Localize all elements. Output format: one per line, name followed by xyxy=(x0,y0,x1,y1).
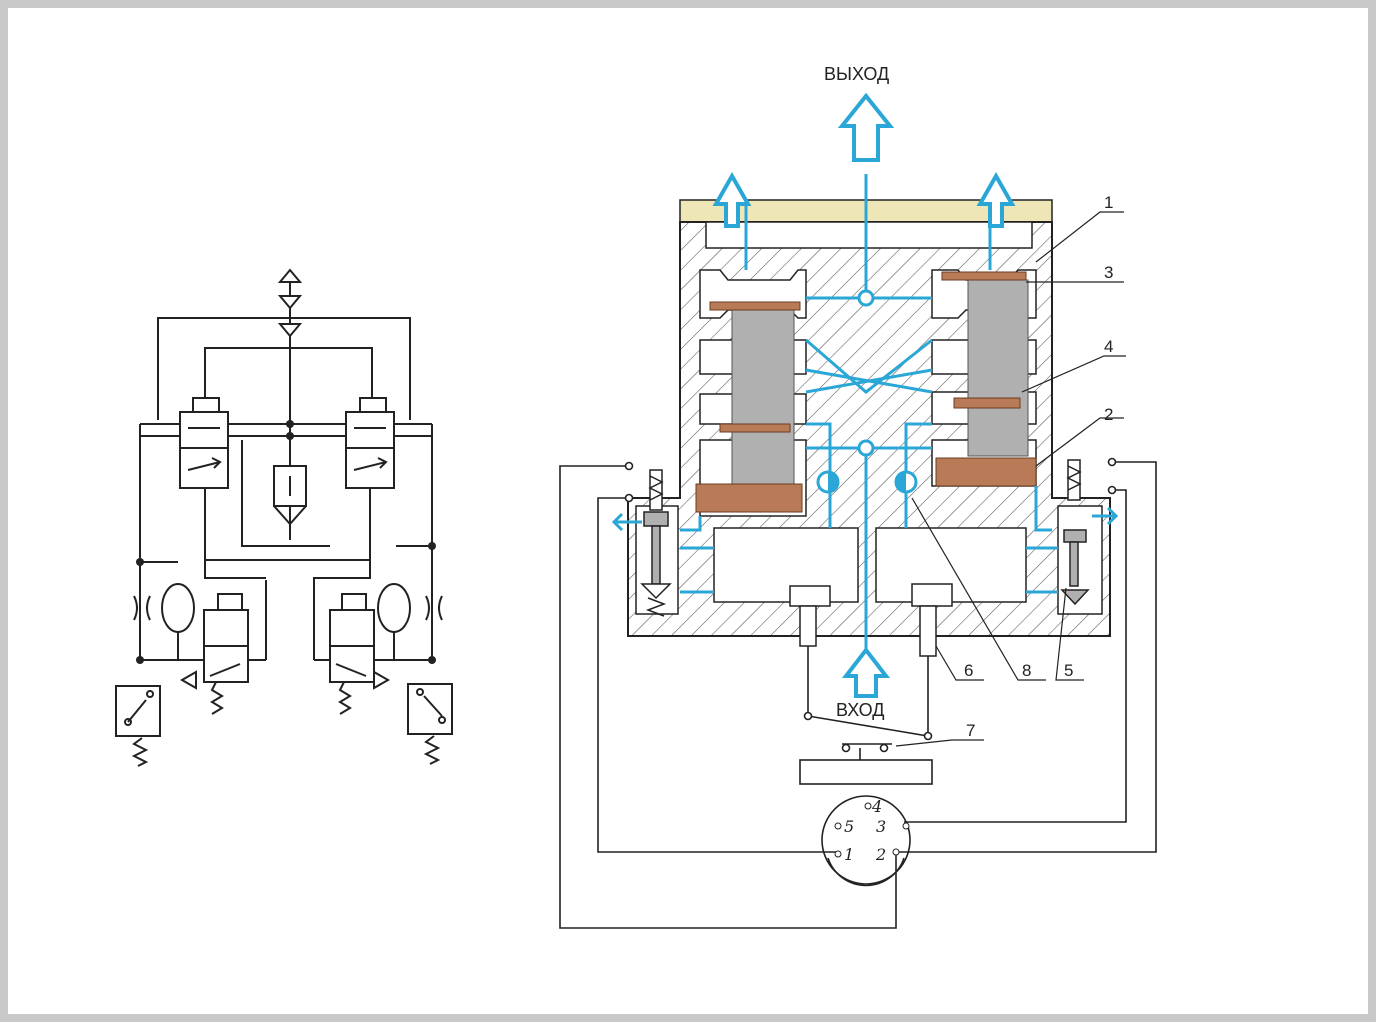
left-switch-rod xyxy=(799,605,817,647)
right-accumulator xyxy=(377,583,411,633)
pin-label-4: 4 xyxy=(871,797,882,816)
right-output-arrow xyxy=(976,171,1016,228)
right-piston-rod xyxy=(967,279,1029,457)
main-output-arrow xyxy=(837,92,895,162)
pneumatic-schematic xyxy=(115,268,453,767)
right-valve-symbol xyxy=(345,397,395,489)
callout-5: 5 xyxy=(1064,661,1073,680)
center-cylinder-symbol xyxy=(273,465,307,526)
valve-body-cutaway xyxy=(611,92,1119,698)
callout-8: 8 xyxy=(1022,661,1031,680)
left-valve-symbol xyxy=(179,397,229,489)
left-pilot-valve-symbol xyxy=(179,593,249,715)
pin-label-3: 3 xyxy=(876,817,886,836)
pin-label-2: 2 xyxy=(875,845,886,864)
callout-1: 1 xyxy=(1104,193,1113,212)
right-mid-disc xyxy=(953,397,1021,409)
left-piston-rod xyxy=(731,305,795,491)
callout-leaders xyxy=(895,211,1126,747)
outlet-symbol xyxy=(277,268,303,338)
left-switch-symbol xyxy=(115,685,161,767)
right-diaphragm xyxy=(935,457,1037,487)
pin-label-1: 1 xyxy=(844,845,854,864)
left-exhaust-valve xyxy=(640,469,672,617)
check-valves xyxy=(816,470,918,494)
callout-6: 6 xyxy=(964,661,973,680)
callout-2: 2 xyxy=(1104,405,1113,424)
air-channels xyxy=(680,174,1058,654)
right-pilot-valve-symbol xyxy=(329,593,391,715)
input-arrow xyxy=(841,646,891,698)
pin-label-5: 5 xyxy=(844,817,854,836)
callout-3: 3 xyxy=(1104,263,1113,282)
output-label: ВЫХОД xyxy=(824,64,889,84)
right-upper-disc xyxy=(941,271,1027,281)
electrical-wiring xyxy=(559,457,1157,929)
right-switch-symbol xyxy=(407,683,453,765)
right-exhaust-valve xyxy=(1060,459,1090,606)
left-mid-disc xyxy=(719,423,791,433)
left-output-arrow xyxy=(712,171,752,228)
callout-7: 7 xyxy=(966,721,975,740)
input-label: ВХОД xyxy=(836,700,884,720)
left-lower-chamber xyxy=(713,527,859,603)
callout-4: 4 xyxy=(1104,337,1113,356)
right-switch-rod xyxy=(919,605,937,657)
left-accumulator xyxy=(161,583,195,633)
connector-pins: 4 5 3 1 2 xyxy=(834,797,910,864)
left-diaphragm xyxy=(695,483,803,513)
left-upper-disc xyxy=(709,301,801,311)
